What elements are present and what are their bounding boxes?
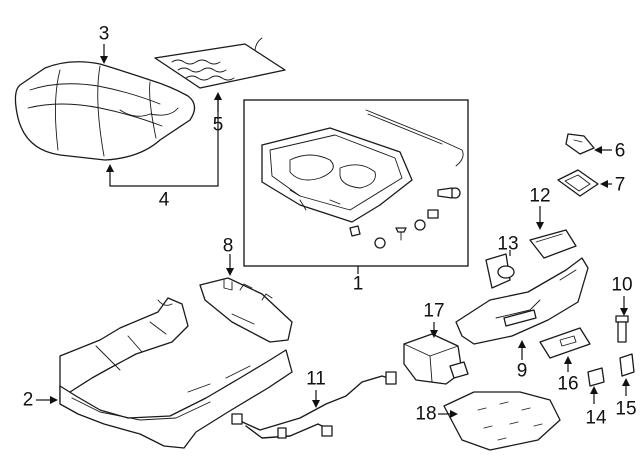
part-13-knob	[485, 253, 515, 289]
part-7-bezel	[557, 169, 599, 197]
callout-18: 18	[415, 403, 437, 425]
callout-9: 9	[516, 360, 528, 382]
callout-2: 2	[22, 389, 34, 411]
part-9-side-shield	[455, 257, 589, 345]
leader-lines	[36, 44, 630, 418]
assembly-box-1	[243, 99, 469, 267]
part-10-bolt	[615, 315, 629, 343]
part-5-heater-pad	[154, 37, 286, 89]
part-12-switch-module	[529, 229, 577, 259]
callout-3: 3	[98, 23, 110, 45]
part-11-wiring-harness	[231, 371, 397, 439]
part-2-seat-track	[59, 297, 293, 449]
callout-13: 13	[497, 233, 519, 255]
part-14-clip	[587, 367, 605, 387]
part-17-control-module	[403, 333, 469, 385]
callout-1: 1	[352, 273, 364, 295]
callout-7: 7	[614, 174, 626, 196]
callout-11: 11	[306, 368, 326, 390]
part-8-side-trim	[199, 277, 293, 343]
callout-8: 8	[222, 235, 234, 257]
callout-14: 14	[585, 407, 607, 429]
callout-15: 15	[615, 398, 637, 420]
callout-16: 16	[557, 373, 579, 395]
part-1-frame-assembly	[261, 109, 464, 249]
callout-17: 17	[423, 300, 445, 322]
callout-6: 6	[614, 140, 626, 162]
part-6-connector	[565, 133, 595, 155]
part-15-cap	[619, 353, 635, 377]
part-3-seat-cover	[14, 61, 196, 161]
part-18-insulator-pad	[443, 391, 561, 451]
callout-5: 5	[212, 114, 224, 136]
callout-12: 12	[529, 185, 551, 207]
callout-4: 4	[158, 189, 170, 211]
callout-10: 10	[611, 274, 633, 296]
part-16-switch-bezel	[539, 327, 591, 359]
